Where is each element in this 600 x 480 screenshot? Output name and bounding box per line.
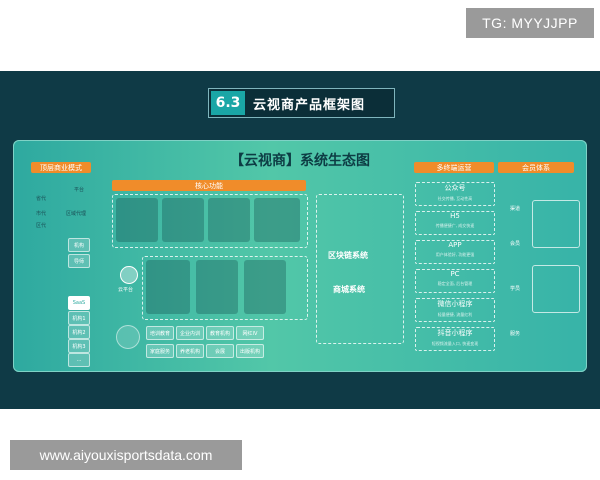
left-box-inst2: 机构2 xyxy=(68,325,90,339)
channel-4-name: PC xyxy=(450,270,460,278)
core-box-bottom xyxy=(142,256,308,320)
core-cell-4 xyxy=(254,198,300,242)
core-cell-3 xyxy=(208,198,250,242)
bottom-item-6: 养老机构 xyxy=(176,344,204,358)
bottom-item-3: 教育机构 xyxy=(206,326,234,340)
section-header: 6.3 云视商产品框架图 xyxy=(208,88,395,118)
channel-6-name: 抖音小程序 xyxy=(437,329,473,337)
mall-node: 商城系统 xyxy=(333,285,365,294)
left-box-mentor: 导师 xyxy=(68,254,90,268)
bottom-item-2: 企业内训 xyxy=(176,326,204,340)
core-cell-6 xyxy=(196,260,238,314)
channel-6: 抖音小程序短视频流量入口, 快速变现 xyxy=(415,327,495,351)
left-item-platform: 平台 xyxy=(74,187,85,193)
channel-5-name: 微信小程序 xyxy=(437,300,473,308)
channel-2-name: H5 xyxy=(450,212,460,220)
section-number: 6.3 xyxy=(211,91,245,115)
bottom-item-5: 家庭服务 xyxy=(146,344,174,358)
channel-4-sub: 稳定全面, 后台管理 xyxy=(437,281,473,286)
channel-3-name: APP xyxy=(448,241,462,249)
panel-title: 【云视商】系统生态图 xyxy=(230,153,370,169)
label-core: 核心功能 xyxy=(112,180,306,191)
left-box-more: ... xyxy=(68,353,90,367)
channel-2-sub: 传播便捷广, 成交快速 xyxy=(435,223,475,228)
channel-3: APP 用户体验好, 功能更强 xyxy=(415,240,495,264)
channel-3-sub: 用户体验好, 功能更强 xyxy=(435,252,475,257)
channel-1-sub: 社交传播, 互动性高 xyxy=(437,196,473,201)
bottom-item-4: 网红IV xyxy=(236,326,264,340)
label-left-model: 顶层商业模式 xyxy=(31,162,91,173)
section-title: 云视商产品框架图 xyxy=(253,97,366,113)
left-item-province: 省代 xyxy=(36,196,47,202)
core-cell-1 xyxy=(116,198,158,242)
member-panel-top xyxy=(532,200,580,248)
middle-box xyxy=(316,194,404,344)
member-item-3: 学员 xyxy=(510,286,521,292)
watermark-top: TG: MYYJJPP xyxy=(466,8,594,38)
watermark-bottom: www.aiyouxisportsdata.com xyxy=(10,440,242,470)
channel-5: 微信小程序轻量便捷, 流量红利 xyxy=(415,298,495,322)
channel-1: 公众号社交传播, 互动性高 xyxy=(415,182,495,206)
channel-6-sub: 短视频流量入口, 快速变现 xyxy=(431,341,479,346)
channel-1-name: 公众号 xyxy=(444,184,466,192)
left-item-district: 区代 xyxy=(36,223,47,229)
bottom-item-8: 出版机构 xyxy=(236,344,264,358)
left-box-saas: SaaS xyxy=(68,296,90,310)
cloud-icon xyxy=(120,266,138,284)
member-panel-bottom xyxy=(532,265,580,313)
core-cell-5 xyxy=(146,260,190,314)
bottom-item-7: 会展 xyxy=(206,344,234,358)
left-item-city: 市代 xyxy=(36,211,47,217)
core-cell-2 xyxy=(162,198,204,242)
label-channels: 多终端运营 xyxy=(414,162,494,173)
member-item-1: 渠道 xyxy=(510,206,521,212)
left-box-institution: 机构 xyxy=(68,238,90,252)
channel-5-sub: 轻量便捷, 流量红利 xyxy=(437,312,473,317)
channel-2: H5 传播便捷广, 成交快速 xyxy=(415,211,495,235)
left-box-inst1: 机构1 xyxy=(68,311,90,325)
label-members: 会员体系 xyxy=(498,162,574,173)
cloud-platform-label: 云平台 xyxy=(118,287,134,293)
bottom-item-1: 培训教育 xyxy=(146,326,174,340)
left-box-inst3: 机构3 xyxy=(68,339,90,353)
core-cell-7 xyxy=(244,260,286,314)
blockchain-node: 区块链系统 xyxy=(328,251,368,260)
left-item-region-agent: 区域代理 xyxy=(66,211,87,217)
member-item-2: 会员 xyxy=(510,241,521,247)
member-item-4: 服务 xyxy=(510,331,521,337)
channel-4: PC 稳定全面, 后台管理 xyxy=(415,269,495,293)
core-box-top xyxy=(112,194,308,248)
bottom-circle-icon xyxy=(116,325,140,349)
